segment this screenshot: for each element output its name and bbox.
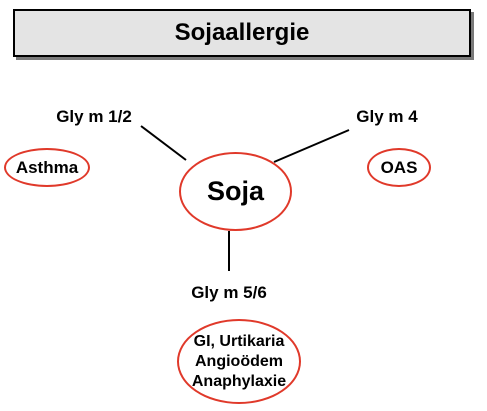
symptom-line-3: Anaphylaxie xyxy=(191,372,287,390)
condition-label-left: Asthma xyxy=(15,157,79,177)
connector-left xyxy=(140,125,187,161)
title-box: Sojaallergie xyxy=(13,9,471,57)
symptom-line-1: GI, Urtikaria xyxy=(193,332,285,350)
allergen-label-left: Gly m 1/2 xyxy=(56,107,132,126)
condition-asthma: Asthma xyxy=(4,148,90,187)
allergen-label-bottom: Gly m 5/6 xyxy=(191,283,267,302)
condition-oas: OAS xyxy=(367,148,431,187)
connector-right xyxy=(273,129,350,163)
condition-symptoms: GI, Urtikaria Angioödem Anaphylaxie xyxy=(177,319,301,404)
center-node-soja: Soja xyxy=(179,152,292,231)
condition-label-right: OAS xyxy=(380,157,418,177)
diagram-title: Sojaallergie xyxy=(174,19,310,46)
allergen-label-right: Gly m 4 xyxy=(356,107,418,126)
center-node-label: Soja xyxy=(206,176,265,206)
symptom-line-2: Angioödem xyxy=(195,352,283,370)
